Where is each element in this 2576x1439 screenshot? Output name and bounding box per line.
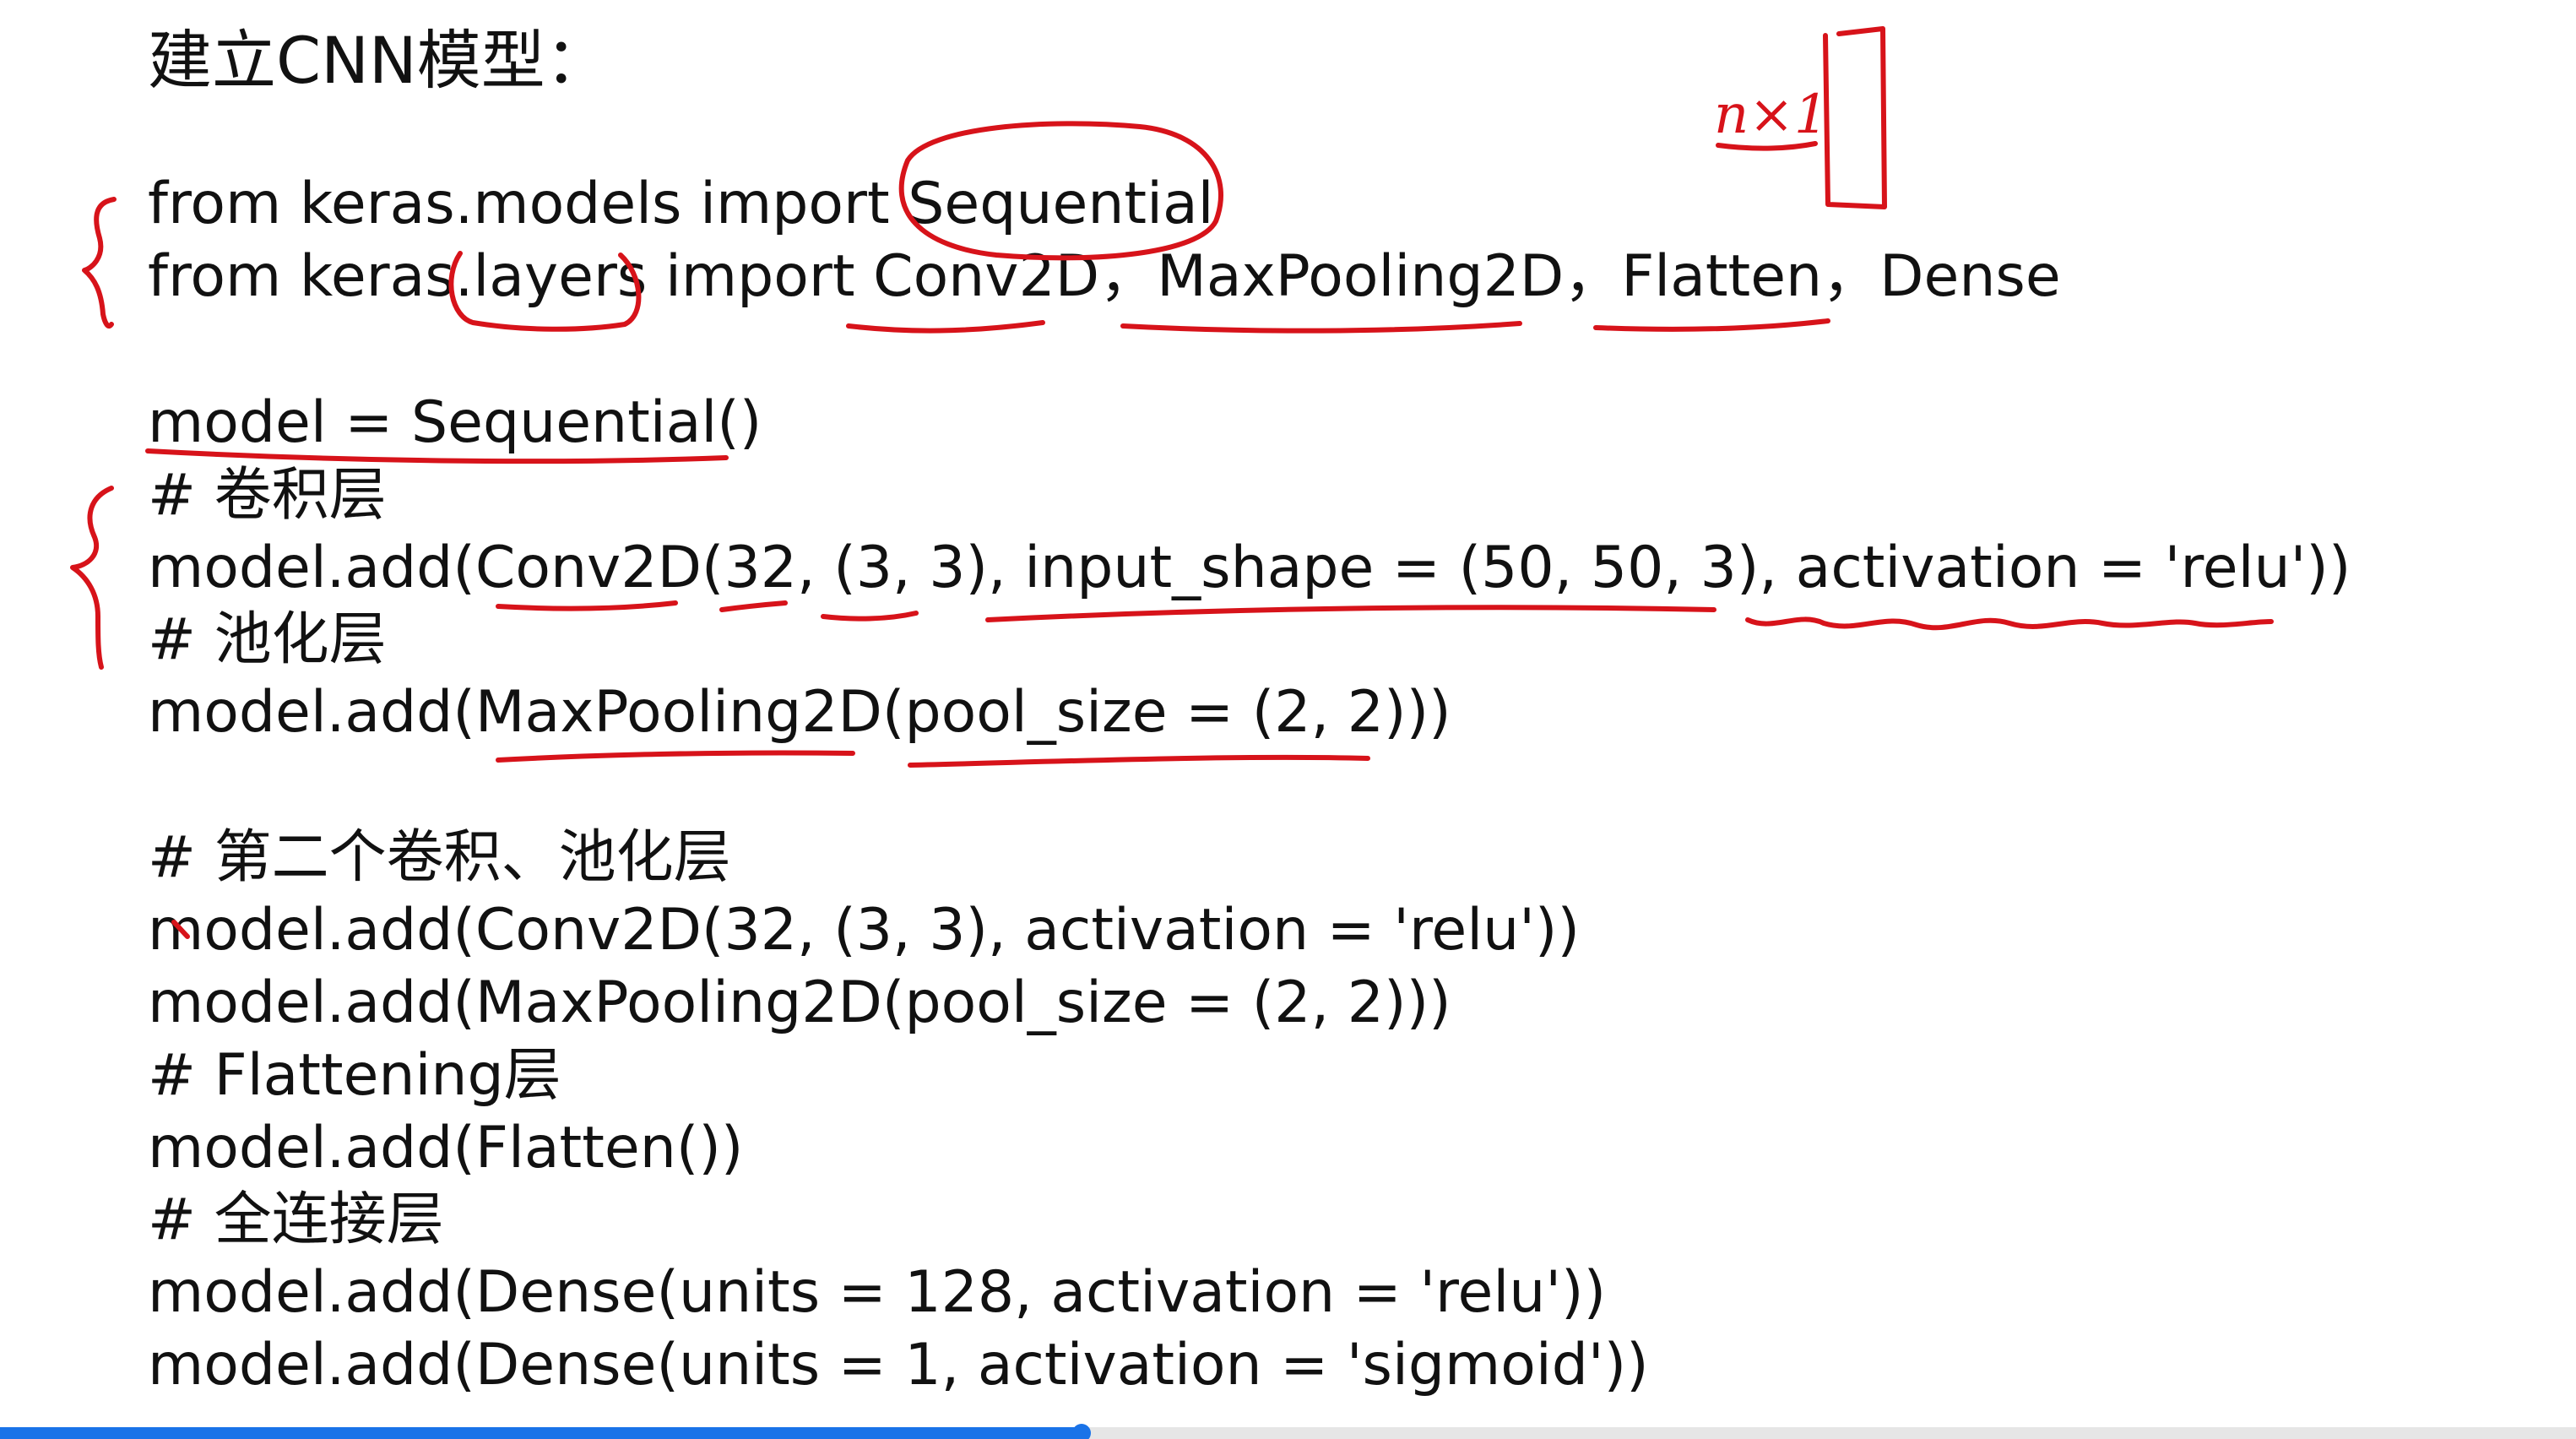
code-line-add-dense-1: model.add(Dense(units = 1, activation = … [148,1332,1649,1398]
code-line-model-init: model = Sequential() [148,389,762,456]
code-comment-dense: # 全连接层 [148,1186,444,1253]
ink-wavy-activation [1745,616,2274,631]
ink-bracket-vector [1823,26,1887,209]
code-line-add-flatten: model.add(Flatten()) [148,1115,744,1181]
code-line-add-conv2d-first: model.add(Conv2D(32, (3, 3), input_shape… [148,535,2351,601]
video-progress-knob[interactable] [1072,1424,1092,1439]
video-progress-fill [0,1427,1082,1439]
ink-underline-maxpool-call [496,750,855,763]
ink-underline-flatten [1593,318,1830,332]
code-line-import-sequential: from keras.models import Sequential [148,171,1214,237]
code-line-add-dense-128: model.add(Dense(units = 128, activation … [148,1259,1607,1326]
ink-underline-kernel [821,611,919,622]
ink-brace-conv-pool [70,486,114,670]
ink-underline-input-shape [985,605,1716,622]
video-progress-track[interactable] [0,1424,2576,1439]
code-line-add-maxpool-second: model.add(MaxPooling2D(pool_size = (2, 2… [148,969,1451,1036]
code-line-add-conv2d-second: model.add(Conv2D(32, (3, 3), activation … [148,897,1580,964]
code-comment-conv-layer: # 卷积层 [148,462,387,529]
ink-underline-conv2d [846,320,1045,334]
code-comment-second-conv-pool: # 第二个卷积、池化层 [148,824,731,891]
code-comment-flattening: # Flattening层 [148,1042,561,1109]
ink-underline-maxpooling2d [1120,321,1522,334]
ink-brace-imports [82,197,117,329]
code-line-import-layers: from keras.layers import Conv2D，MaxPooli… [148,243,2061,310]
code-line-add-maxpool-first: model.add(MaxPooling2D(pool_size = (2, 2… [148,679,1451,746]
ink-underline-32 [719,600,788,612]
ink-hook-vector [1716,141,1818,151]
slide-title: 建立CNN模型： [148,23,610,98]
ink-underline-pool-size [908,754,1370,768]
code-comment-pool-layer: # 池化层 [148,606,387,673]
ink-handwritten-note: n×1 [1714,84,1829,146]
